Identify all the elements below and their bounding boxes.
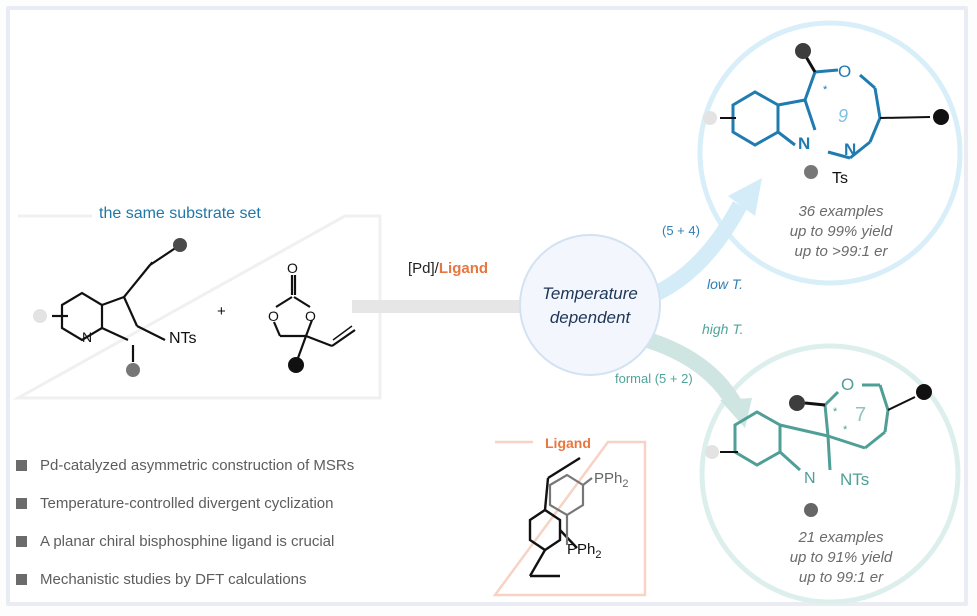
substituent-dot [789,395,805,411]
substituent-dot [288,357,304,373]
product-circle-lower [699,343,961,605]
ligand-box-title: Ligand [539,435,597,451]
substituent-dot [705,445,719,459]
substituent-dot [33,309,47,323]
bullet-square-icon [16,535,27,547]
upper-o-atom: O [838,62,852,81]
lower-examples: 21 examples [798,529,884,546]
substituent-dot [173,238,187,252]
lower-yield: up to 91% yield [789,549,893,566]
low-temperature-label: low T. [707,276,744,292]
upper-ring-size: 9 [838,106,849,126]
bond [804,401,826,407]
substituent-dot [916,384,932,400]
substituent-dot [126,363,140,377]
substituent-dot [804,165,818,179]
carbonyl-o-atom: O [287,260,298,276]
upper-examples: 36 examples [798,203,884,220]
upper-ts-label: Ts [832,170,848,187]
highlight-text: A planar chiral bisphosphine ligand is c… [40,532,335,550]
plus-sign: + [217,303,226,320]
upper-stereocenter: * [823,84,828,96]
temperature-line1: Temperature [542,284,638,303]
catalyst-label: [Pd]/Ligand [408,260,488,277]
highlights-list: Pd-catalyzed asymmetric construction of … [16,452,354,604]
highlight-item: Temperature-controlled divergent cycliza… [16,490,354,516]
ring-o-atom: O [305,308,316,324]
pph2-bottom-label: PPh2 [567,541,602,561]
bullet-square-icon [16,497,27,509]
highlight-text: Pd-catalyzed asymmetric construction of … [40,456,355,474]
ligand-structure-black [528,456,581,578]
product-seven-membered [733,383,890,472]
indoline-substrate [52,244,181,362]
bullet-square-icon [16,459,27,471]
bond [887,396,916,411]
substituent-dot [795,43,811,59]
high-temperature-label: high T. [702,321,744,337]
upper-amide-n: N [844,140,857,159]
product-nine-membered [731,68,882,160]
pph2-top-label: PPh2 [594,470,629,490]
cycloaddition-5-4-label: (5 + 4) [662,223,700,238]
highlight-item: Pd-catalyzed asymmetric construction of … [16,452,354,478]
lower-stereocenter: * [843,424,848,436]
ring-o-atom: O [268,308,279,324]
upper-results: 36 examples up to 99% yield up to >99:1 … [756,202,926,262]
ligand-text: Ligand [438,260,489,277]
temperature-line2: dependent [549,308,631,327]
highlight-item: A planar chiral bisphosphine ligand is c… [16,528,354,554]
cycloaddition-5-2-label: formal (5 + 2) [615,371,693,386]
lower-nts-label: NTs [840,470,870,489]
ligand-box [492,440,647,597]
temperature-dependent-label: Temperature dependent [522,282,658,330]
highlight-item: Mechanistic studies by DFT calculations [16,566,354,592]
substrate-box [12,214,382,400]
lower-stereocenter: * [833,406,838,418]
lower-results: 21 examples up to 91% yield up to 99:1 e… [756,528,926,588]
lower-indole-n: N [804,470,816,487]
substrate-set-heading: the same substrate set [99,205,261,222]
highlight-text: Temperature-controlled divergent cycliza… [40,494,334,512]
carbonate-substrate [272,275,356,359]
ligand-structure-gray [548,473,593,545]
lower-er: up to 99:1 er [798,569,884,586]
arrow-lower [645,332,742,410]
arrowhead-upper [728,178,762,216]
upper-indole-n: N [798,134,811,153]
bond [879,116,931,119]
reaction-arrow-shaft [352,300,524,313]
upper-er: up to >99:1 er [794,243,888,260]
lower-o-atom: O [841,375,855,394]
nts-label: NTs [169,330,197,347]
pd-text: [Pd]/ [408,260,439,277]
substituent-dot [703,111,717,125]
indoline-n-atom: N [82,329,93,345]
bullet-square-icon [16,573,27,585]
temperature-circle [519,234,661,376]
substituent-dot [933,109,949,125]
highlight-text: Mechanistic studies by DFT calculations [40,570,307,588]
substituent-dot [804,503,818,517]
lower-ring-size: 7 [855,404,867,426]
upper-yield: up to 99% yield [789,223,893,240]
